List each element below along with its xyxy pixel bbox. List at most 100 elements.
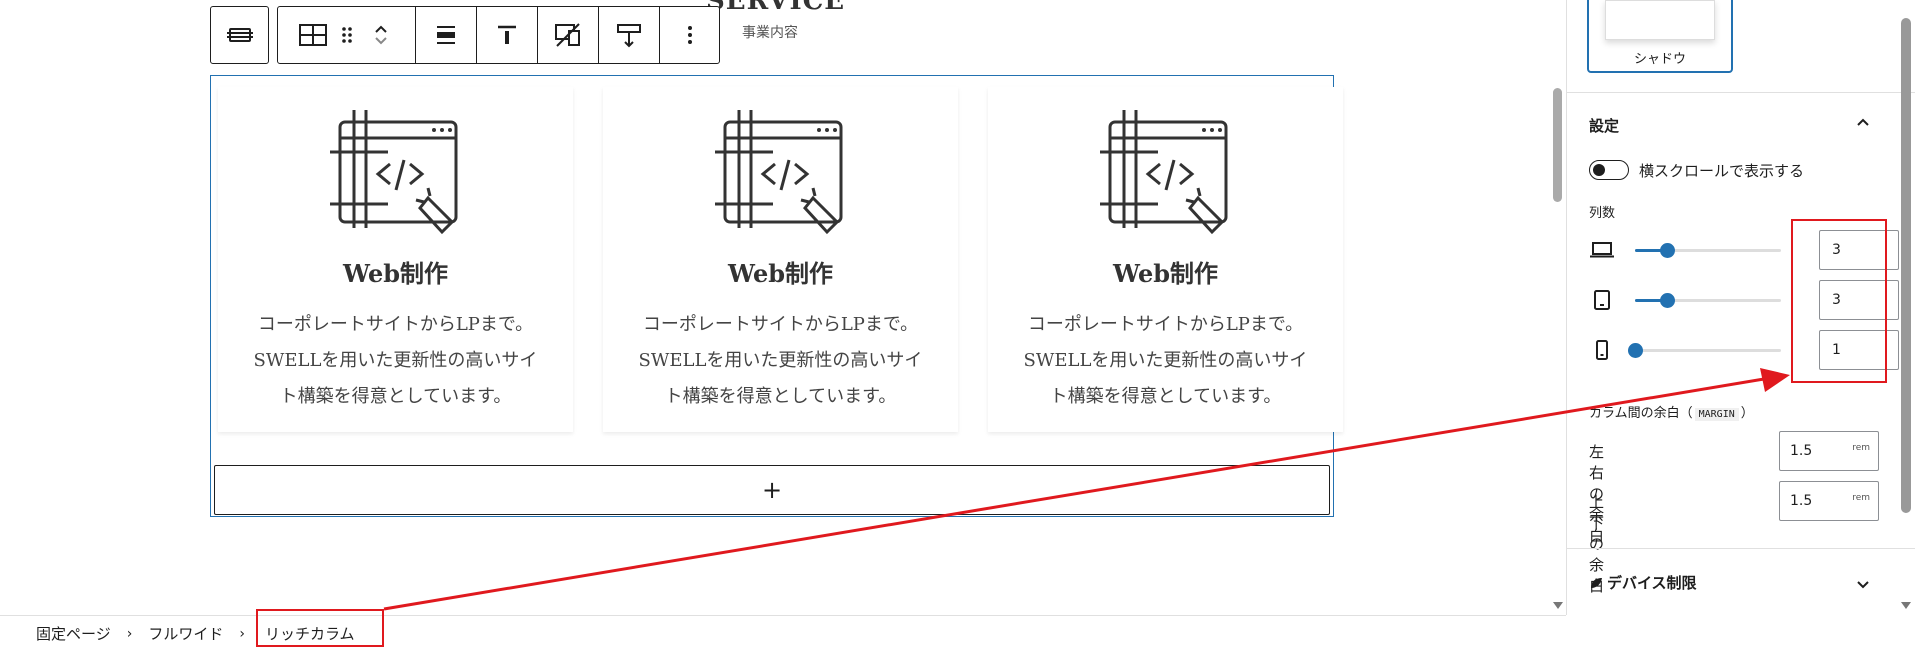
block-type-icon xyxy=(226,28,253,42)
highlight-box-columns-inputs xyxy=(1791,219,1887,383)
move-down-icon[interactable] xyxy=(373,35,389,47)
toggle-knob xyxy=(1593,163,1605,176)
slider-thumb[interactable] xyxy=(1660,243,1676,258)
slider-fill xyxy=(1635,299,1668,302)
justify-button[interactable] xyxy=(416,7,477,63)
card-line: ト構築を得意としています。 xyxy=(279,386,512,407)
vertical-margin-input[interactable]: 1.5 rem xyxy=(1779,481,1879,521)
add-block-button[interactable]: + xyxy=(214,465,1330,515)
canvas-scrollbar[interactable] xyxy=(1550,0,1566,615)
panel-divider xyxy=(1567,92,1915,93)
card-title: Web制作 xyxy=(727,259,834,288)
horizontal-scroll-toggle[interactable] xyxy=(1589,160,1629,180)
sidebar-scrollbar[interactable] xyxy=(1897,0,1915,615)
rich-column-block[interactable]: Web制作 コーポレートサイトからLPまで。 SWELLを用いた更新性の高いサイ… xyxy=(210,75,1343,517)
card-description: コーポレートサイトからLPまで。 SWELLを用いた更新性の高いサイ ト構築を得… xyxy=(603,307,958,415)
unit-label[interactable]: rem xyxy=(1852,493,1870,503)
block-toolbar xyxy=(210,6,720,64)
canvas-scrollbar-thumb[interactable] xyxy=(1553,88,1562,202)
columns-label: 列数 xyxy=(1589,206,1616,221)
spacing-button[interactable] xyxy=(599,7,660,63)
margin-label-text: カラム間の余白（ xyxy=(1589,406,1693,421)
margin-label-suffix: ） xyxy=(1740,406,1754,421)
columns-container: Web制作 コーポレートサイトからLPまで。 SWELLを用いた更新性の高いサイ… xyxy=(218,87,1343,432)
columns-slider-mobile[interactable] xyxy=(1628,343,1781,358)
card-line: SWELLを用いた更新性の高いサイ xyxy=(638,350,923,371)
breadcrumb-item[interactable]: フルワイド xyxy=(148,625,224,643)
unit-label[interactable]: rem xyxy=(1852,443,1870,453)
block-type-button[interactable] xyxy=(210,6,269,64)
column-card[interactable]: Web制作 コーポレートサイトからLPまで。 SWELLを用いた更新性の高いサイ… xyxy=(218,87,573,432)
columns-slider-laptop[interactable] xyxy=(1635,243,1781,258)
tablet-icon xyxy=(1589,288,1615,312)
move-buttons xyxy=(362,15,400,55)
slider-thumb[interactable] xyxy=(1660,293,1676,308)
style-preview xyxy=(1605,0,1715,40)
card-description: コーポレートサイトからLPまで。 SWELLを用いた更新性の高いサイ ト構築を得… xyxy=(988,307,1343,415)
align-top-icon xyxy=(498,25,516,44)
column-card[interactable]: Web制作 コーポレートサイトからLPまで。 SWELLを用いた更新性の高いサイ… xyxy=(988,87,1343,432)
card-description: コーポレートサイトからLPまで。 SWELLを用いた更新性の高いサイ ト構築を得… xyxy=(218,307,573,415)
block-toolbar-group xyxy=(277,6,720,64)
margin-code-tag: MARGIN xyxy=(1694,408,1739,421)
section-subheading: 事業内容 xyxy=(742,25,798,41)
sidebar-scrollbar-thumb[interactable] xyxy=(1901,18,1911,513)
card-line: ト構築を得意としています。 xyxy=(1049,386,1282,407)
move-up-icon[interactable] xyxy=(373,23,389,35)
section-heading: SERVICE xyxy=(706,0,846,16)
horizontal-scroll-label: 横スクロールで表示する xyxy=(1639,162,1805,180)
chevron-down-icon[interactable] xyxy=(1857,578,1869,590)
leaf-icon xyxy=(1591,578,1602,588)
block-mover-segment xyxy=(278,7,416,63)
web-design-icon xyxy=(218,108,573,240)
card-line: コーポレートサイトからLPまで。 xyxy=(642,314,919,335)
web-design-icon xyxy=(988,108,1343,240)
device-restriction-panel-title[interactable]: デバイス制限 xyxy=(1589,572,1697,593)
horizontal-margin-value: 1.5 xyxy=(1790,443,1813,459)
align-top-button[interactable] xyxy=(477,7,538,63)
style-option-shadow[interactable]: シャドウ xyxy=(1587,0,1733,73)
web-design-icon xyxy=(603,108,958,240)
more-options-button[interactable] xyxy=(660,7,719,63)
drag-handle-button[interactable] xyxy=(332,15,362,55)
scroll-down-arrow-icon[interactable] xyxy=(1901,602,1911,609)
device-restriction-label: デバイス制限 xyxy=(1607,574,1697,592)
scroll-down-arrow-icon[interactable] xyxy=(1553,602,1563,609)
card-title: Web制作 xyxy=(1112,259,1219,288)
card-line: コーポレートサイトからLPまで。 xyxy=(257,314,534,335)
chevron-up-icon[interactable] xyxy=(1857,117,1869,129)
highlight-box-breadcrumb xyxy=(256,609,384,647)
horizontal-margin-input[interactable]: 1.5 rem xyxy=(1779,431,1879,471)
slider-fill xyxy=(1635,249,1668,252)
columns-icon xyxy=(298,24,327,46)
card-line: コーポレートサイトからLPまで。 xyxy=(1027,314,1304,335)
columns-slider-tablet[interactable] xyxy=(1635,293,1781,308)
device-visibility-button[interactable] xyxy=(538,7,599,63)
panel-divider xyxy=(1567,548,1915,549)
column-card[interactable]: Web制作 コーポレートサイトからLPまで。 SWELLを用いた更新性の高いサイ… xyxy=(603,87,958,432)
drag-handle-icon xyxy=(341,27,352,43)
card-line: SWELLを用いた更新性の高いサイ xyxy=(253,350,538,371)
spacing-icon xyxy=(617,24,641,48)
mobile-icon xyxy=(1589,338,1615,362)
vertical-margin-value: 1.5 xyxy=(1790,493,1813,509)
laptop-icon xyxy=(1589,238,1615,262)
style-option-label: シャドウ xyxy=(1633,52,1686,67)
columns-button[interactable] xyxy=(294,15,332,55)
settings-panel-title[interactable]: 設定 xyxy=(1589,117,1620,135)
more-options-icon xyxy=(687,26,692,44)
chevron-right-icon: › xyxy=(126,625,133,642)
column-margin-label: カラム間の余白（MARGIN） xyxy=(1589,402,1754,421)
slider-thumb[interactable] xyxy=(1628,343,1643,358)
breadcrumb-current[interactable]: リッチカラム xyxy=(264,625,355,643)
chevron-right-icon: › xyxy=(239,625,245,642)
card-title: Web制作 xyxy=(342,259,449,288)
justify-icon xyxy=(437,26,455,44)
device-visibility-icon xyxy=(555,23,580,47)
breadcrumb-item[interactable]: 固定ページ xyxy=(36,625,111,643)
block-breadcrumb: 固定ページ › フルワイド › リッチカラム xyxy=(0,615,1566,651)
card-line: ト構築を得意としています。 xyxy=(664,386,897,407)
editor-canvas: SERVICE 事業内容 xyxy=(210,0,1566,615)
card-line: SWELLを用いた更新性の高いサイ xyxy=(1023,350,1308,371)
